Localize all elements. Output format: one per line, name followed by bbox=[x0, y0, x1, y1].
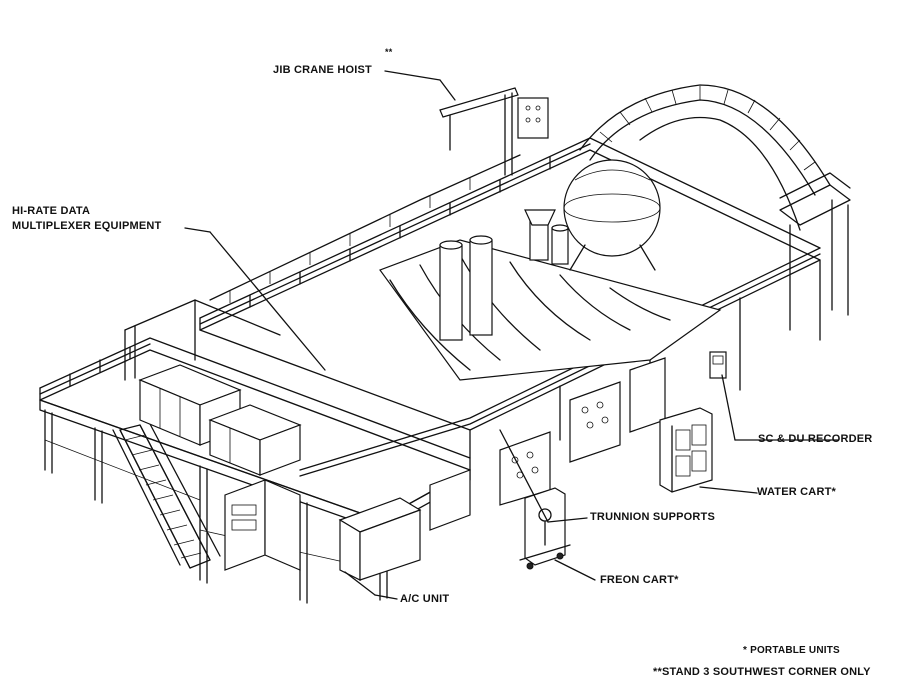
leader-lines bbox=[184, 70, 839, 600]
vessel-trough bbox=[379, 239, 722, 381]
stairway bbox=[112, 423, 221, 569]
note-portable-units: * PORTABLE UNITS bbox=[743, 645, 840, 656]
back-railing bbox=[209, 154, 521, 303]
jib-crane bbox=[439, 87, 549, 176]
label-ac-unit: A/C UNIT bbox=[400, 593, 450, 605]
ac-unit bbox=[224, 479, 422, 581]
label-trunnion-supports: TRUNNION SUPPORTS bbox=[590, 511, 716, 523]
freon-cart bbox=[519, 487, 571, 570]
label-jib-marker: ** bbox=[385, 47, 393, 57]
label-hirate-line1: HI-RATE DATA bbox=[12, 205, 91, 217]
label-sc-du-recorder: SC & DU RECORDER bbox=[758, 433, 873, 445]
label-hirate-line2: MULTIPLEXER EQUIPMENT bbox=[12, 220, 162, 232]
label-freon-cart: FREON CART* bbox=[600, 574, 679, 586]
water-cart bbox=[659, 407, 713, 493]
sc-du-recorder bbox=[709, 351, 727, 379]
columns bbox=[439, 235, 493, 341]
left-gantry bbox=[124, 299, 281, 381]
small-tanks bbox=[524, 209, 569, 265]
label-jib-crane-hoist: JIB CRANE HOIST bbox=[273, 64, 372, 76]
curved-stairs bbox=[579, 84, 851, 331]
sphere-tank bbox=[563, 159, 661, 271]
box-stacks bbox=[138, 364, 302, 476]
label-water-cart: WATER CART* bbox=[757, 486, 836, 498]
note-stand3: **STAND 3 SOUTHWEST CORNER ONLY bbox=[653, 666, 871, 678]
